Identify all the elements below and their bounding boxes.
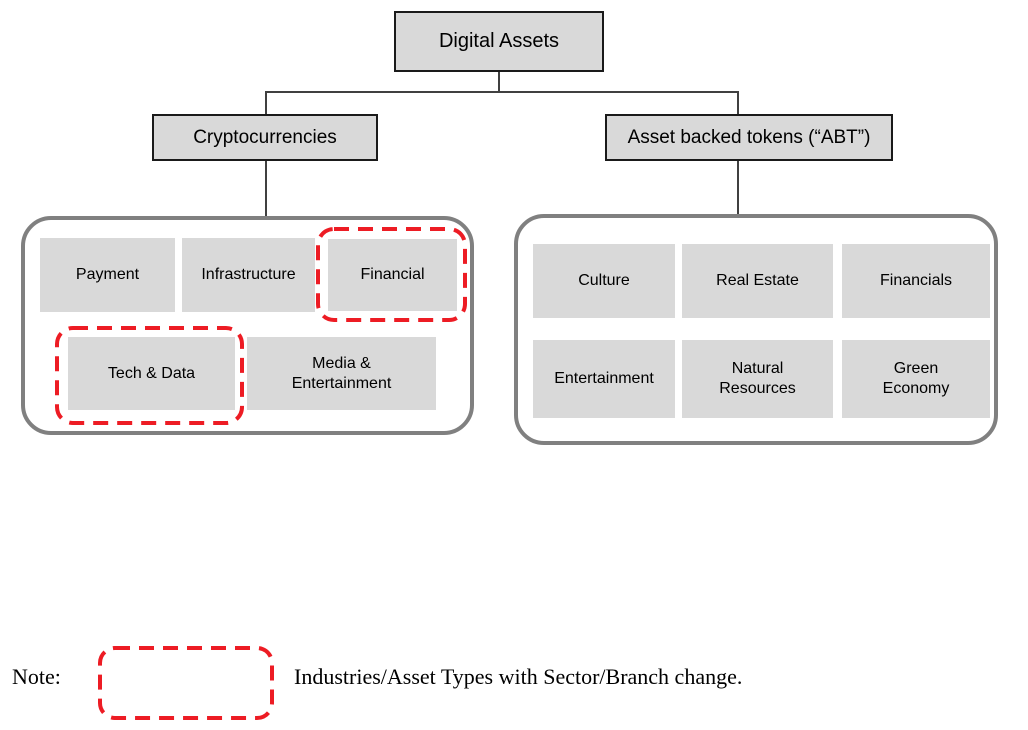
asset-type-real-estate: Real Estate (682, 244, 833, 318)
industry-infrastructure: Infrastructure (182, 238, 315, 312)
connector-to-crypto (265, 91, 267, 115)
connector-root-down (498, 72, 500, 92)
asset-type-green-economy: Green Economy (842, 340, 990, 418)
note-label: Note: (12, 664, 61, 689)
node-digital-assets: Digital Assets (394, 11, 604, 72)
note-description: Industries/Asset Types with Sector/Branc… (294, 664, 743, 689)
connector-crypto-group (265, 160, 267, 217)
note-legend-dashed-box (98, 646, 274, 720)
industry-payment: Payment (40, 238, 175, 312)
node-asset-backed-tokens: Asset backed tokens (“ABT”) (605, 114, 893, 161)
highlight-ring-tech-and-data (55, 326, 244, 425)
node-cryptocurrencies: Cryptocurrencies (152, 114, 378, 161)
connector-to-abt (737, 91, 739, 115)
asset-type-culture: Culture (533, 244, 675, 318)
asset-type-natural-resources: Natural Resources (682, 340, 833, 418)
asset-type-financials: Financials (842, 244, 990, 318)
connector-horizontal (265, 91, 738, 93)
industry-tech-and-data: Tech & Data (68, 337, 235, 410)
connector-abt-group (737, 160, 739, 215)
node-digital-assets-label: Digital Assets (438, 30, 560, 52)
industry-financial: Financial (328, 239, 457, 311)
industry-media-entertainment: Media & Entertainment (247, 337, 436, 410)
highlight-ring-financial (316, 227, 467, 322)
node-cryptocurrencies-label: Cryptocurrencies (193, 126, 337, 148)
asset-type-entertainment: Entertainment (533, 340, 675, 418)
node-asset-backed-tokens-label: Asset backed tokens (“ABT”) (627, 126, 871, 148)
